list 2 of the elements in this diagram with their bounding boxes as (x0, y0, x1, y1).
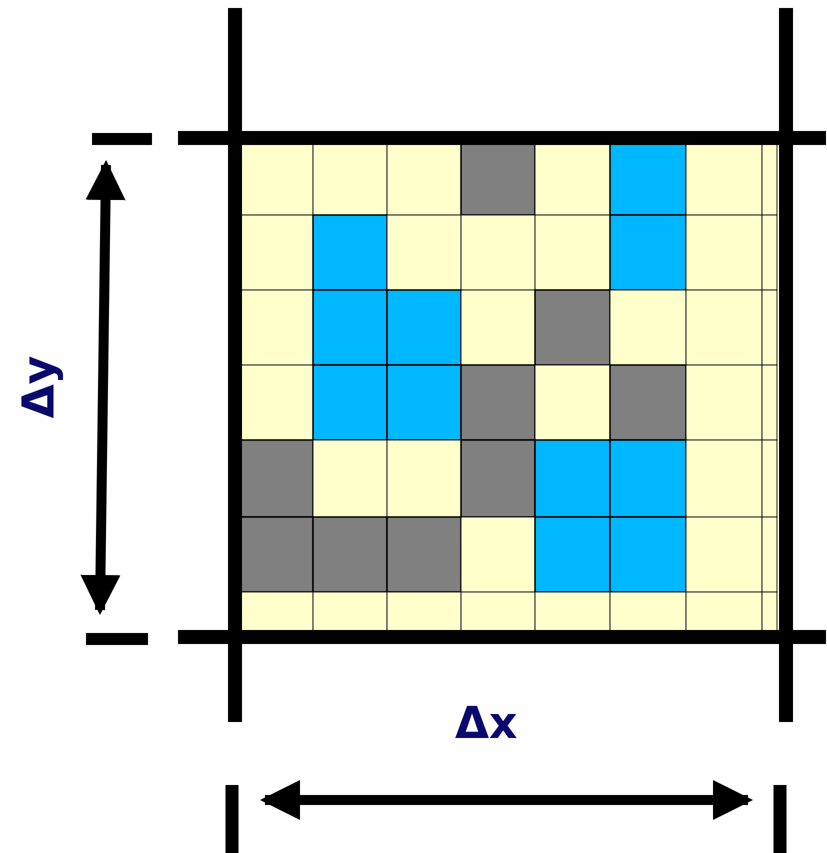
dimension-label: Δx (455, 702, 518, 746)
dimension-label: Δy (17, 356, 62, 418)
